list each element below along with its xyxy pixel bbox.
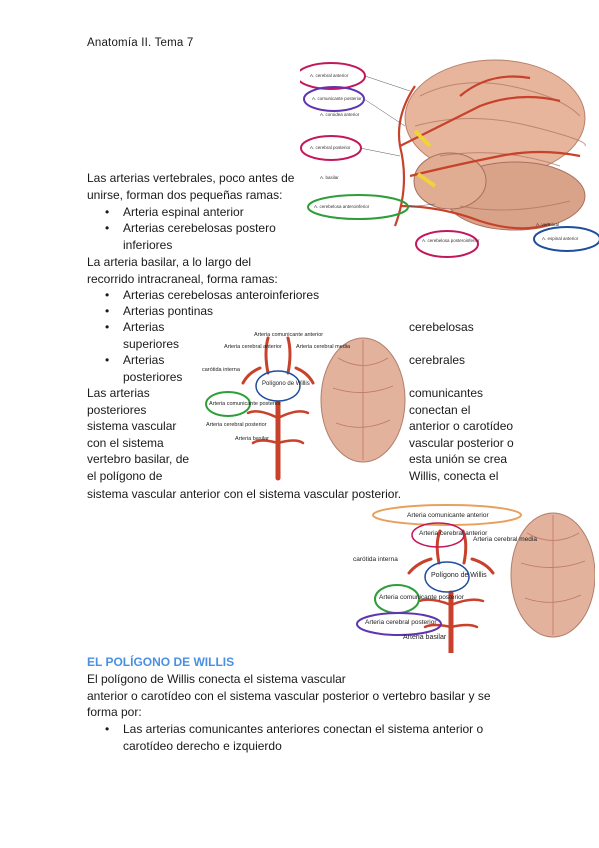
wrapped-row: • Arterias cerebelosas <box>87 319 517 336</box>
bullet-dot: • <box>105 722 110 736</box>
list-item-text: Arteria espinal anterior <box>123 205 244 219</box>
para-vertebrales-line: Las arterias vertebrales, poco antes de <box>87 171 295 185</box>
wrapped-row-left: posteriores <box>123 369 183 384</box>
wrapped-row: sistema vascular anterior o carotídeo <box>87 418 517 435</box>
wrapped-row-right: Willis, conecta el <box>409 468 499 483</box>
final-line: sistema vascular anterior con el sistema… <box>87 487 402 501</box>
wrapped-row: vertebro basilar, de esta unión se crea <box>87 451 517 468</box>
fig2-label-circle: Polígono de Willis <box>262 381 310 387</box>
wrapped-row: posteriores conectan el <box>87 402 517 419</box>
fig1-label-pica: A. cerebelosa posteroinferior <box>422 238 480 243</box>
wrapped-row: Las arterias comunicantes <box>87 385 517 402</box>
fig2-label-aca: Arteria cerebral anterior <box>224 344 282 350</box>
bullet-dot: • <box>105 288 110 302</box>
wrapped-row-left: sistema vascular <box>87 419 177 433</box>
wrapped-row-left: superiores <box>123 336 180 351</box>
wrapped-row-left: con el sistema <box>87 435 164 450</box>
para-basilar-line: recorrido intracraneal, forma ramas: <box>87 271 278 286</box>
wrapped-row-left: vertebro basilar, de <box>87 452 190 466</box>
fig3-label-pcom: Arteria comunicante posterior <box>379 594 465 601</box>
fig1-label-pcom: A. comunicante posterior <box>312 96 362 101</box>
fig2-label-basilar: Arteria basilar <box>235 436 269 442</box>
fig1-label-choroid: A. coroidea anterior <box>320 112 360 117</box>
wrapped-row-right: conectan el <box>409 402 471 417</box>
fig3-label-aca: Arteria cerebral anterior <box>419 530 488 537</box>
figure-circle-of-willis-2: Arteria comunicante anterior Arteria cer… <box>353 504 595 653</box>
para-willis: El polígono de Willis conecta el sistema… <box>87 671 491 721</box>
fig1-label-aica: A. cerebelosa anteroinferior <box>314 204 370 209</box>
list-item-text: Arterias cerebelosas anteroinferiores <box>123 288 320 302</box>
fig3-label-pca: Arteria cerebral posterior <box>365 619 437 626</box>
wrapped-row: posteriores <box>87 369 517 386</box>
list-item: • Arteria espinal anterior <box>105 204 295 220</box>
fig3-label-basilar: Arteria basilar <box>403 634 447 641</box>
wrapped-row-left: el polígono de <box>87 468 163 483</box>
fig2-label-carotid: carótida interna <box>202 367 241 373</box>
fig1-label-aca: A. cerebral anterior <box>310 73 349 78</box>
list-item: • Arterias pontinas <box>105 303 325 319</box>
fig2-label-pca: Arteria cerebral posterior <box>206 422 267 428</box>
fig1-label-vertebral: A. vertebral <box>536 222 559 227</box>
wrapped-row-right: esta unión se crea <box>409 452 508 466</box>
figure-circle-of-willis-1: Arteria comunicante anterior Arteria cer… <box>202 332 406 481</box>
section-heading: EL POLÍGONO DE WILLIS <box>87 655 235 669</box>
list-item-text: Arterias cerebelosas postero <box>123 221 276 235</box>
wrapped-row-left: Arterias <box>123 353 165 367</box>
list-item-text: Las arterias comunicantes anteriores con… <box>123 722 484 736</box>
wrapped-row-right: cerebrales <box>409 353 466 367</box>
wrapped-row-right: vascular posterior o <box>409 435 514 450</box>
wrapped-row-left: Las arterias <box>87 386 150 400</box>
fig3-label-carotid: carótida interna <box>353 556 398 563</box>
wrapped-row-right: anterior o carotídeo <box>409 419 514 433</box>
figure-brain-lateral: A. cerebral anterior A. comunicante post… <box>300 59 599 258</box>
list-item: • Las arterias comunicantes anteriores c… <box>105 721 525 754</box>
fig2-label-pcom: Arteria comunicante posterior <box>209 401 281 407</box>
wrapped-row-left: posteriores <box>87 402 147 417</box>
wrapped-row-right: comunicantes <box>409 386 484 400</box>
list-item: • Arterias cerebelosas anteroinferiores <box>105 287 325 303</box>
list-item-text: Arterias pontinas <box>123 304 214 318</box>
fig3-label-circle: Polígono de Willis <box>431 572 487 579</box>
list-item-text: carotídeo derecho e izquierdo <box>123 738 282 753</box>
para-vertebrales-line: unirse, forman dos pequeñas ramas: <box>87 187 283 202</box>
para-basilar: La arteria basilar, a lo largo del recor… <box>87 254 278 287</box>
bullet-dot: • <box>105 304 110 318</box>
bullet-dot: • <box>105 221 110 235</box>
list-item-text: inferiores <box>123 237 173 252</box>
wrapped-row-left: Arterias <box>123 320 165 334</box>
para-basilar-line: La arteria basilar, a lo largo del <box>87 255 252 269</box>
wrapped-row: con el sistema vascular posterior o <box>87 435 517 452</box>
list-item: • Arterias cerebelosas postero inferiore… <box>105 220 295 253</box>
fig1-label-spinal: A. espinal anterior <box>542 236 579 241</box>
wrapped-row: • Arterias cerebrales <box>87 352 517 369</box>
fig3-label-acom: Arteria comunicante anterior <box>407 512 489 519</box>
bullet-dot: • <box>105 205 110 219</box>
para-vertebrales: Las arterias vertebrales, poco antes de … <box>87 170 294 203</box>
fig2-label-acom: Arteria comunicante anterior <box>254 332 323 338</box>
para-willis-line: El polígono de Willis conecta el sistema… <box>87 672 346 686</box>
fig1-label-pca: A. cerebral posterior <box>310 145 351 150</box>
fig3-label-acm: Arteria cerebral media <box>473 536 537 543</box>
para-willis-line: anterior o carotídeo con el sistema vasc… <box>87 688 491 703</box>
fig2-label-acm: Arteria cerebral media <box>296 344 351 350</box>
bullet-dot: • <box>105 320 110 334</box>
wrapped-row: el polígono de Willis, conecta el <box>87 468 517 485</box>
wrapped-row-right: cerebelosas <box>409 320 474 334</box>
fig1-label-basilar: A. basilar <box>320 175 339 180</box>
page-header-title: Anatomía II. Tema 7 <box>87 37 194 49</box>
bullet-dot: • <box>105 353 110 367</box>
para-willis-line: forma por: <box>87 705 142 719</box>
wrapped-row: superiores <box>87 336 517 353</box>
